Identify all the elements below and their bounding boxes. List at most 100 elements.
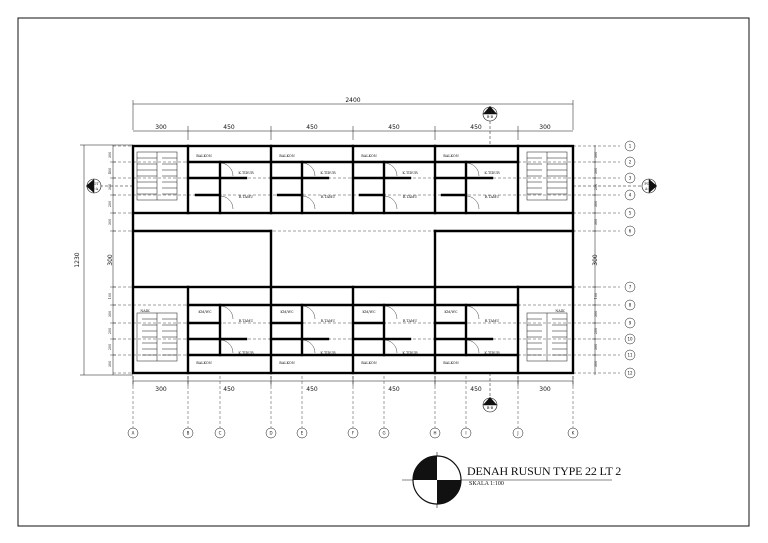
top-segment-label: 300 [539,124,551,131]
grid-row-label: 8 [629,303,632,308]
room-label-kamar: K.TIDUR [238,171,254,175]
grid-row-label: 7 [629,285,632,290]
grid-col-label: I [465,431,466,436]
room-label-tamu: R.TAMU [321,195,336,199]
grid-row-label: 1 [629,144,632,149]
room-labels-bottom: NAIK NAIK KM/WC KM/WC KM/WC KM/WC R.TAMU… [140,309,565,365]
grid-row-label: 10 [627,337,633,342]
grid-row-label: 9 [629,321,632,326]
grid-col-label: D [269,431,272,436]
side-dim-label: 200 [108,201,112,207]
room-label-km: KM/WC [362,310,376,314]
grid-col-label: H [433,431,436,436]
top-segment-label: 300 [155,124,167,131]
side-dimension-labels: 300 400 300 200 300 100 300 200 200 300 … [108,152,598,367]
grid-col-label: F [352,431,355,436]
side-dim-label: 200 [108,344,112,350]
room-label-tamu: R.TAMU [485,319,500,323]
room-label-tamu: R.TAMU [485,195,500,199]
room-label-balkon: BALKON [361,361,376,365]
section-marker-code: B-B [487,115,494,119]
section-marker-code: B-B [487,406,494,410]
grid-row-label: 6 [629,229,632,234]
side-dim-label: 300 [594,219,598,225]
room-label-naik: NAIK [555,309,565,313]
room-label-balkon: BALKON [196,361,211,365]
side-dim-label: 300 [594,344,598,350]
section-marker-label: POT [486,401,494,405]
side-dim-label: 300 [594,168,598,174]
room-label-balkon: BALKON [443,154,458,158]
grid-col-label: E [301,431,304,436]
section-marker-bottom: POT B-B [482,373,498,413]
section-marker-label: POT [486,110,494,114]
section-marker-code: A-A [644,187,652,191]
top-segment-label: 450 [223,124,235,131]
stair-right-bottom [526,312,568,362]
room-label-tamu: R.TAMU [403,195,418,199]
sheet-border [17,17,750,527]
room-label-balkon: BALKON [279,154,294,158]
stair-left-bottom [136,312,178,362]
side-dim-label: 100 [594,293,598,299]
overall-width-dimension [132,100,574,130]
side-dim-label: 300 [108,219,112,225]
side-dim-label: 300 [108,311,112,317]
side-dimension-ticks [110,161,598,356]
side-dim-label: 300 [594,311,598,317]
side-dim-label: 300 [594,361,598,367]
room-label-tamu: R.TAMU [239,319,254,323]
side-dim-label: 200 [594,184,598,190]
room-label-tamu: R.TAMU [321,319,336,323]
grid-column-lines [132,376,574,428]
overall-height-dimension [80,144,596,376]
stair-right-top [526,151,568,201]
overall-height-label: 1230 [74,252,81,267]
bottom-segment-label: 300 [539,386,551,393]
side-dim-label: 300 [594,152,598,158]
side-dim-label: 300 [108,361,112,367]
room-label-km: KM/WC [198,310,212,314]
room-label-kamar: K.TIDUR [320,351,336,355]
drawing-title: DENAH RUSUN TYPE 22 LT 2 [467,464,621,478]
room-label-kamar: K.TIDUR [320,171,336,175]
top-segment-dimensions [133,126,573,140]
section-marker-label: POT [644,182,652,186]
mid-right-dimension: 300 [592,254,599,266]
mid-left-dimension: 300 [107,254,114,266]
row-grid-bubbles [624,140,636,379]
row-grid-labels: 1 2 3 4 5 6 7 8 9 10 11 12 [627,144,633,376]
section-marker-code: A-A [91,187,99,191]
building-walls [131,144,575,375]
title-target-symbol [402,452,612,508]
grid-col-label: K [572,431,575,436]
grid-row-label: 11 [627,353,633,358]
overall-width-label: 2400 [345,97,360,104]
top-segment-labels: 300 450 450 450 450 300 [155,124,551,131]
top-segment-label: 450 [388,124,400,131]
side-dim-label: 400 [108,168,112,174]
grid-col-label: G [382,431,385,436]
side-dim-label: 300 [594,201,598,207]
room-label-kamar: K.TIDUR [238,351,254,355]
room-label-kamar: K.TIDUR [484,171,500,175]
grid-row-label: 2 [629,160,632,165]
grid-row-label: 3 [629,176,632,181]
side-dim-label: 100 [108,293,112,299]
grid-row-label: 12 [627,371,633,376]
room-label-kamar: K.TIDUR [402,351,418,355]
section-marker-left: POT A-A [86,178,133,194]
room-label-balkon: BALKON [361,154,376,158]
bottom-segment-label: 450 [223,386,235,393]
bottom-segment-label: 450 [388,386,400,393]
room-labels-top: BALKON BALKON BALKON BALKON K.TIDUR K.TI… [196,154,500,199]
room-label-km: KM/WC [444,310,458,314]
side-dim-label: 200 [108,328,112,334]
grid-col-label: B [187,431,190,436]
grid-row-label: 4 [629,193,632,198]
grid-col-label: J [516,431,518,436]
room-label-balkon: BALKON [279,361,294,365]
drawing-scale: SKALA 1:100 [469,481,504,487]
room-label-kamar: K.TIDUR [402,171,418,175]
